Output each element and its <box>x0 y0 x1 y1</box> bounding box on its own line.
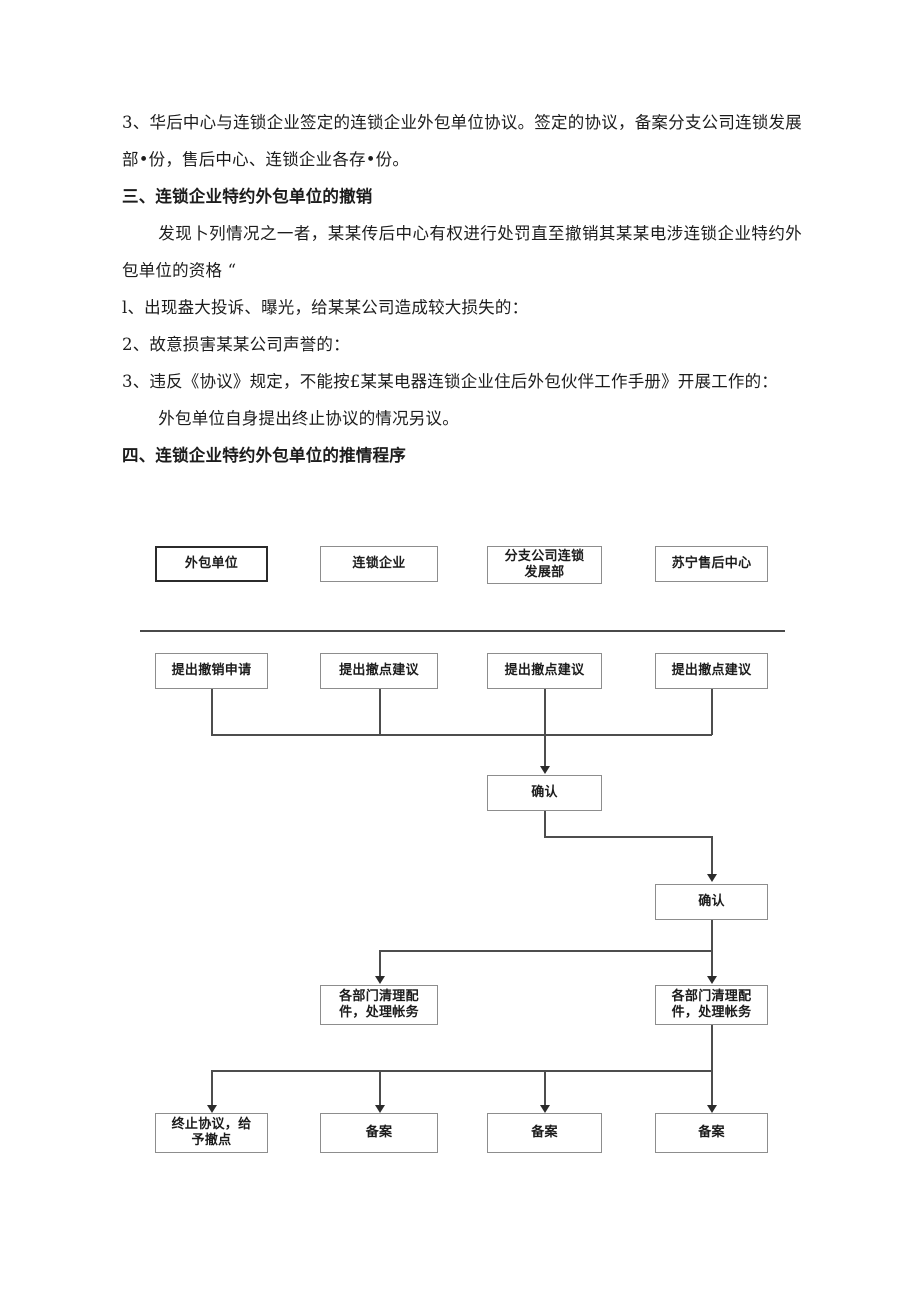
flow-node-lane-1[interactable]: 外包单位 <box>155 546 268 582</box>
arrow-to-bottom-3 <box>540 1105 550 1113</box>
connector-confirm-1-across <box>544 836 712 838</box>
connector-confirm-2-out <box>711 920 713 950</box>
arrow-to-confirm-2 <box>707 874 717 882</box>
connector-merge-bar <box>211 734 712 736</box>
connector-bottom-drop-2 <box>379 1070 381 1107</box>
connector-request-2-drop <box>379 689 381 735</box>
paragraph-6: 3、违反《协议》规定，不能按£某某电器连锁企业住后外包伙伴工作手册》开展工作的： <box>122 372 778 391</box>
connector-bottom-drop-4 <box>711 1070 713 1107</box>
paragraph-3: 发现卜列情况之一者，某某传后中心有权进行处罚直至撤销其某某电涉连锁企业特约外包单… <box>122 224 802 280</box>
connector-merge-to-confirm-1 <box>544 734 546 768</box>
connector-cleanup-left-drop <box>379 950 381 978</box>
flow-node-bottom-1[interactable]: 终止协议，给 予撤点 <box>155 1113 268 1153</box>
flow-node-bottom-2[interactable]: 备案 <box>320 1113 438 1153</box>
paragraph-1: 3、华后中心与连锁企业签定的连锁企业外包单位协议。签定的协议，备案分支公司连锁发… <box>122 113 802 169</box>
flow-node-bottom-3[interactable]: 备案 <box>487 1113 602 1153</box>
arrow-to-cleanup-left <box>375 976 385 984</box>
paragraph-5: 2、故意损害某某公司声誉的： <box>122 335 350 354</box>
paragraph-7: 外包单位自身提出终止协议的情况另议。 <box>158 409 459 428</box>
connector-bottom-drop-3 <box>544 1070 546 1107</box>
connector-bottom-bar <box>211 1070 712 1072</box>
arrow-to-cleanup-right <box>707 976 717 984</box>
flow-node-lane-3[interactable]: 分支公司连锁 发展部 <box>487 546 602 584</box>
flow-node-request-4[interactable]: 提出撤点建议 <box>655 653 768 689</box>
paragraph-2-heading: 三、连锁企业特约外包单位的撤销 <box>122 187 373 206</box>
connector-bottom-drop-1 <box>211 1070 213 1107</box>
flow-node-lane-2[interactable]: 连锁企业 <box>320 546 438 582</box>
connector-request-1-drop <box>211 689 213 735</box>
flow-node-confirm-2[interactable]: 确认 <box>655 884 768 920</box>
connector-request-4-drop <box>711 689 713 735</box>
paragraph-4: l、出现盎大投诉、曝光，给某某公司造成较大损失的： <box>122 298 529 317</box>
connector-cleanup-right-out <box>711 1025 713 1070</box>
document-body: 3、华后中心与连锁企业签定的连锁企业外包单位协议。签定的协议，备案分支公司连锁发… <box>122 104 802 474</box>
connector-confirm-1-drop <box>544 811 546 836</box>
arrow-to-bottom-4 <box>707 1105 717 1113</box>
connector-request-3-drop <box>544 689 546 735</box>
flow-node-cleanup-left[interactable]: 各部门清理配 件，处理帐务 <box>320 985 438 1025</box>
paragraph-8-heading: 四、连锁企业特约外包单位的推情程序 <box>122 446 406 465</box>
flow-node-lane-4[interactable]: 苏宁售后中心 <box>655 546 768 582</box>
arrow-to-bottom-1 <box>207 1105 217 1113</box>
flow-node-confirm-1[interactable]: 确认 <box>487 775 602 811</box>
connector-cleanup-bar <box>379 950 712 952</box>
flow-node-cleanup-right[interactable]: 各部门清理配 件，处理帐务 <box>655 985 768 1025</box>
flow-node-request-1[interactable]: 提出撤销申请 <box>155 653 268 689</box>
flow-node-bottom-4[interactable]: 备案 <box>655 1113 768 1153</box>
flow-node-request-2[interactable]: 提出撤点建议 <box>320 653 438 689</box>
arrow-to-bottom-2 <box>375 1105 385 1113</box>
lane-separator <box>140 630 785 632</box>
connector-cleanup-right-drop <box>711 950 713 978</box>
flow-node-request-3[interactable]: 提出撤点建议 <box>487 653 602 689</box>
arrow-to-confirm-1 <box>540 766 550 774</box>
connector-confirm-2-drop <box>711 836 713 876</box>
